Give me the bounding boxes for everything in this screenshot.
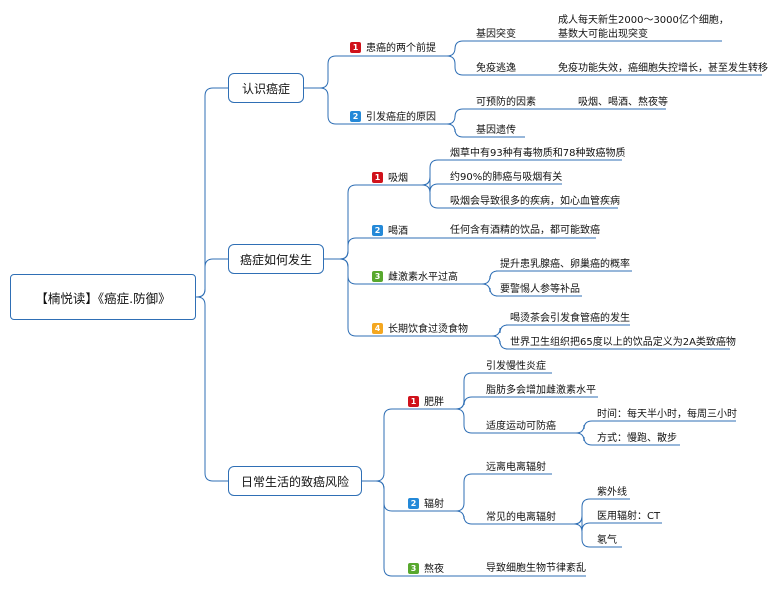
main-topic-daily-risks[interactable]: 日常生活的致癌风险	[228, 466, 362, 496]
leaf-hot-tea[interactable]: 喝烫茶会引发食管癌的发生	[510, 313, 630, 324]
subtopic-estrogen[interactable]: 雌激素水平过高	[388, 272, 458, 283]
leaf-medical-ct[interactable]: 医用辐射：CT	[597, 511, 661, 522]
leaf-smoking-diseases[interactable]: 吸烟会导致很多的疾病，如心血管疾病	[450, 196, 620, 207]
connector-line	[418, 184, 444, 209]
connector-line	[196, 296, 228, 482]
connector-line	[450, 372, 480, 410]
connector-line	[490, 324, 509, 337]
priority-2-icon: 2	[372, 225, 383, 236]
connector-line	[440, 55, 470, 76]
priority-1-icon: 1	[408, 396, 419, 407]
leaf-ginseng[interactable]: 要警惕人参等补品	[500, 284, 580, 295]
connector-line	[440, 108, 470, 125]
main-topic-how-cancer-occurs[interactable]: 癌症如何发生	[228, 244, 324, 274]
leaf-immune-failure[interactable]: 免疫功能失效，癌细胞失控增长，甚至发生转移	[558, 63, 768, 74]
connector-line	[575, 420, 593, 434]
priority-3-icon: 3	[408, 563, 419, 574]
node-immune-escape[interactable]: 免疫逃逸	[476, 63, 516, 74]
node-genetic-inheritance[interactable]: 基因遗传	[476, 125, 516, 136]
connector-line	[480, 270, 499, 285]
node-exercise[interactable]: 适度运动可防癌	[486, 421, 556, 432]
connector-line	[418, 159, 444, 186]
leaf-smoking-drinking[interactable]: 吸烟、喝酒、熬夜等	[578, 97, 668, 108]
priority-2-icon: 2	[408, 498, 419, 509]
root-topic-label: 【楠悦读】《癌症.防御》	[35, 290, 171, 306]
connector-line	[362, 480, 406, 577]
connector-line	[440, 123, 470, 138]
subtopic-smoking[interactable]: 吸烟	[388, 173, 408, 184]
priority-4-icon: 4	[372, 323, 383, 334]
leaf-chronic-inflammation[interactable]: 引发慢性炎症	[486, 361, 546, 372]
leaf-mutation-base[interactable]: 基数大可能出现突变	[558, 29, 648, 40]
connector-line	[450, 510, 480, 525]
connector-line	[572, 515, 592, 532]
connector-line	[196, 87, 228, 298]
node-gene-mutation[interactable]: 基因突变	[476, 29, 516, 40]
subtopic-hot-food[interactable]: 长期饮食过烫食物	[388, 324, 468, 335]
priority-2-icon: 2	[350, 111, 361, 122]
root-topic[interactable]: 【楠悦读】《癌症.防御》	[10, 274, 196, 320]
leaf-who-2a[interactable]: 世界卫生组织把65度以上的饮品定义为2A类致癌物	[510, 337, 736, 348]
connector-line	[304, 87, 348, 125]
leaf-radon[interactable]: 氡气	[597, 535, 617, 546]
connector-line	[196, 258, 228, 298]
main-topic-label: 认识癌症	[241, 81, 290, 96]
connector-line	[450, 396, 480, 410]
main-topic-label: 癌症如何发生	[239, 252, 312, 267]
leaf-fat-estrogen[interactable]: 脂肪多会增加雌激素水平	[486, 385, 596, 396]
subtopic-radiation[interactable]: 辐射	[424, 499, 444, 510]
leaf-ultraviolet[interactable]: 紫外线	[597, 487, 627, 498]
connector-line	[324, 184, 370, 260]
leaf-circadian[interactable]: 导致细胞生物节律紊乱	[486, 563, 586, 574]
leaf-exercise-time[interactable]: 时间：每天半小时，每周三小时	[597, 409, 737, 420]
leaf-exercise-method[interactable]: 方式：慢跑、散步	[597, 433, 677, 444]
leaf-tobacco-toxins[interactable]: 烟草中有93种有毒物质和78种致癌物质	[450, 148, 626, 159]
subtopic-two-premises[interactable]: 患癌的两个前提	[366, 43, 436, 54]
main-topic-label: 日常生活的致癌风险	[240, 474, 349, 489]
connector-line	[324, 258, 370, 337]
priority-1-icon: 1	[372, 172, 383, 183]
connector-line	[480, 283, 499, 297]
main-topic-understanding-cancer[interactable]: 认识癌症	[228, 73, 304, 103]
leaf-cells-per-day[interactable]: 成人每天新生2000～3000亿个细胞，	[558, 15, 729, 26]
connector-line	[490, 335, 509, 350]
connector-line	[362, 408, 406, 482]
connector-line	[440, 40, 470, 57]
connector-line	[324, 237, 370, 260]
leaf-breast-ovarian[interactable]: 提升患乳腺癌、卵巢癌的概率	[500, 259, 630, 270]
connector-line	[572, 523, 592, 548]
priority-3-icon: 3	[372, 271, 383, 282]
subtopic-obesity[interactable]: 肥胖	[424, 397, 444, 408]
leaf-lung-cancer-90[interactable]: 约90%的肺癌与吸烟有关	[450, 172, 563, 183]
node-preventable-factors[interactable]: 可预防的因素	[476, 97, 536, 108]
connector-line	[304, 55, 348, 89]
connector-line	[575, 432, 593, 446]
priority-1-icon: 1	[350, 42, 361, 53]
leaf-alcohol[interactable]: 任何含有酒精的饮品，都可能致癌	[450, 225, 600, 236]
subtopic-staying-up[interactable]: 熬夜	[424, 564, 444, 575]
node-common-ionizing[interactable]: 常见的电离辐射	[486, 512, 556, 523]
subtopic-causes[interactable]: 引发癌症的原因	[366, 112, 436, 123]
leaf-avoid-ionizing[interactable]: 远离电离辐射	[486, 462, 546, 473]
connector-line	[418, 176, 444, 193]
connector-line	[450, 473, 480, 512]
connector-line	[450, 408, 480, 434]
subtopic-drinking[interactable]: 喝酒	[388, 226, 408, 237]
